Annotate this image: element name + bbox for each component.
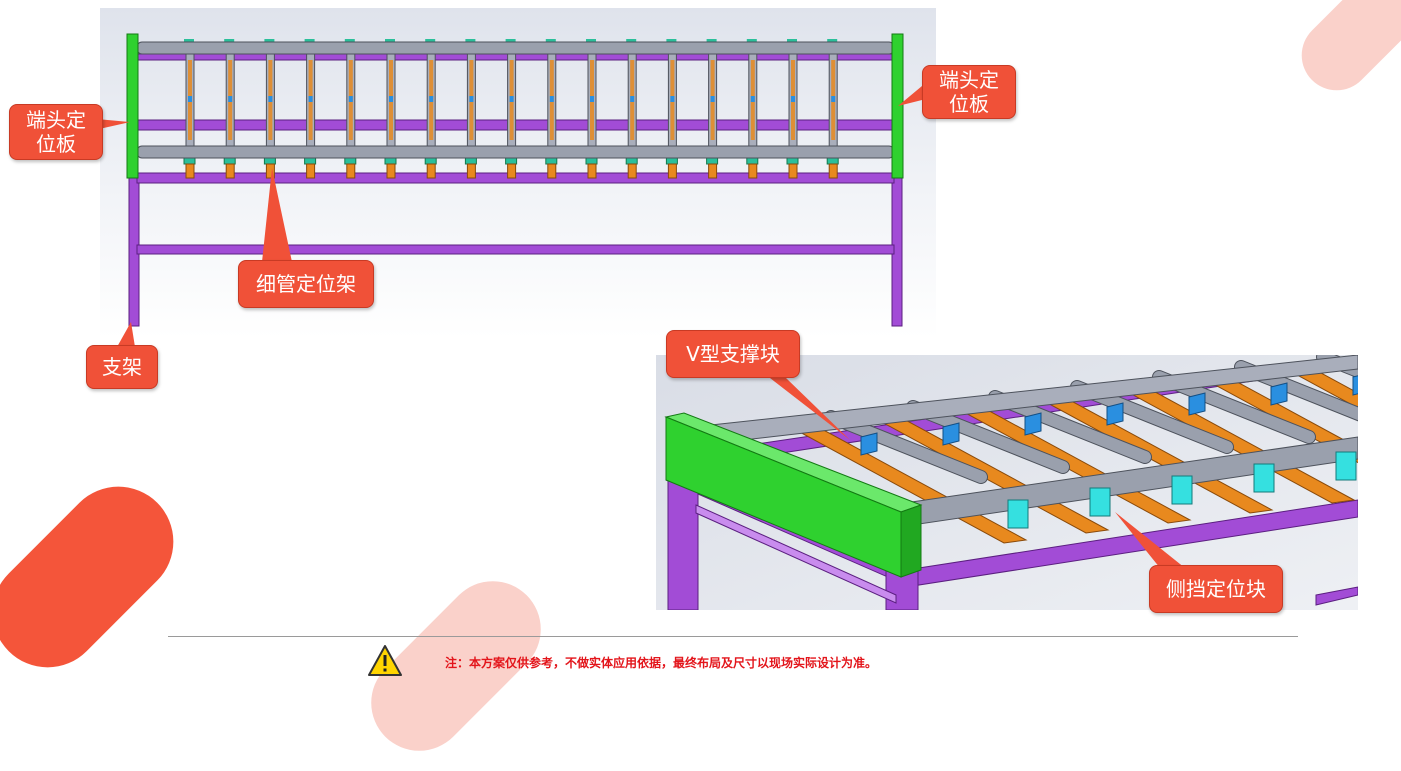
callout-v-block: V型支撑块 (666, 330, 800, 378)
top-main-tube (136, 41, 895, 55)
v-support-block (942, 422, 960, 446)
callout-end-plate-left: 端头定 位板 (9, 104, 103, 160)
decor-blob-pale-top (1287, 0, 1401, 105)
side-stop-block (1171, 475, 1193, 505)
holder-base (667, 163, 677, 179)
lower-beam (136, 244, 895, 255)
tube-clip (590, 96, 594, 102)
warning-icon (368, 645, 402, 676)
v-support-block (1270, 382, 1288, 406)
holder-base (265, 163, 275, 179)
holder-base (466, 163, 476, 179)
callout-support: 支架 (86, 345, 158, 389)
tube-clip (348, 96, 353, 102)
holder-base (828, 163, 838, 179)
callout-end-plate-right: 端头定 位板 (922, 65, 1016, 119)
tube-clip (549, 96, 554, 102)
tube-clip (308, 96, 313, 102)
v-support-block (860, 432, 878, 456)
frame-leg-left (667, 469, 699, 610)
tube-clip (750, 96, 755, 102)
holder-base (627, 163, 637, 179)
tube-clip (791, 96, 795, 102)
tube-clip (710, 96, 715, 102)
v-support-block (1188, 392, 1206, 416)
v-support-block (1024, 412, 1042, 436)
decor-blob-red (0, 463, 197, 691)
tube-clip (469, 96, 474, 102)
isometric-view-image (656, 355, 1358, 610)
holder-base (386, 163, 396, 179)
holder-base (788, 163, 798, 179)
side-stop-block (1007, 499, 1029, 529)
frame-far-beam (1315, 586, 1358, 606)
left-end-plate (126, 33, 139, 179)
holder-base (587, 163, 597, 179)
right-end-plate (891, 33, 904, 179)
frame-brace (695, 504, 897, 604)
holder-base (306, 163, 316, 179)
holder-base (748, 163, 758, 179)
disclaimer-note: 注：本方案仅供参考，不做实体应用依据，最终布局及尺寸以现场实际设计为准。 (445, 656, 878, 670)
callout-side-block: 侧挡定位块 (1149, 565, 1283, 613)
side-stop-block (1253, 463, 1275, 493)
tube-clip (670, 96, 675, 102)
callout-tube-holder: 细管定位架 (238, 260, 374, 308)
holder-base (225, 163, 235, 179)
holder-base (426, 163, 436, 179)
tube-clip (831, 96, 836, 102)
v-support-block (1352, 375, 1358, 396)
v-support-block (1106, 402, 1124, 426)
tube-clip (509, 96, 514, 102)
front-view-image (100, 8, 936, 338)
isometric-view-drawing (664, 355, 1358, 610)
tube-clip (630, 96, 635, 102)
holder-base (507, 163, 517, 179)
tube-clip (429, 96, 434, 102)
tube-clip (268, 96, 273, 102)
holder-base (346, 163, 356, 179)
side-stop-block (1335, 451, 1357, 481)
iso-end-plate-edge (900, 504, 922, 578)
tube-clip (188, 96, 192, 102)
mid-main-tube (136, 145, 895, 159)
front-view-drawing (126, 33, 904, 327)
tube-clip (228, 96, 233, 102)
side-stop-block (1089, 487, 1111, 517)
holder-base (547, 163, 557, 179)
footer-divider (168, 636, 1298, 637)
tube-clip (389, 96, 393, 102)
holder-base (185, 163, 195, 179)
holder-base (708, 163, 718, 179)
